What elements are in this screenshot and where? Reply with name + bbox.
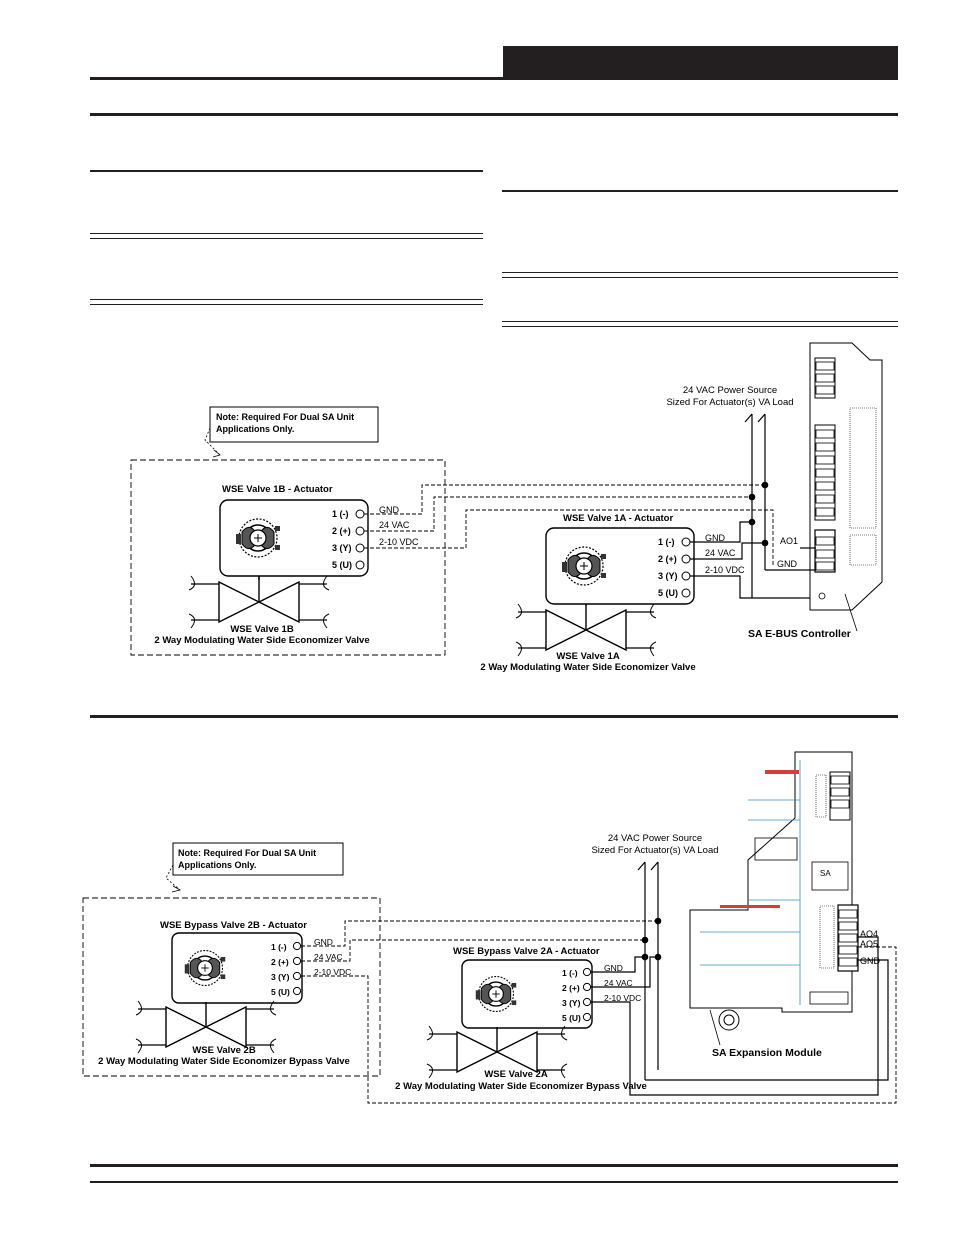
d1-note-line2: Applications Only. (216, 424, 294, 434)
d1-valve-1a-line2: 2 Way Modulating Water Side Economizer V… (480, 662, 695, 673)
d2-2a-term-3: 3 (Y) (562, 998, 581, 1008)
right-rule-2a (502, 272, 898, 273)
d1-1b-term-4: 5 (U) (332, 560, 352, 570)
d2-2a-term-2: 2 (+) (562, 983, 580, 993)
footer-rule-1 (90, 1164, 898, 1167)
d2-valve-2a-line2: 2 Way Modulating Water Side Economizer B… (395, 1081, 647, 1092)
d1-actuator-1a-terminals: 1 (-) 2 (+) 3 (Y) 5 (U) (658, 537, 691, 598)
d2-2b-term-4: 5 (U) (271, 987, 290, 997)
d2-2b-wire-24vac-label: 24 VAC (314, 952, 343, 962)
d2-power-line2: Sized For Actuator(s) VA Load (591, 845, 718, 856)
left-rule-2b (90, 238, 483, 239)
d2-power-line1: 24 VAC Power Source (608, 833, 702, 844)
d1-ctrl-gnd: GND (777, 559, 798, 569)
d2-2b-term-2: 2 (+) (271, 957, 289, 967)
right-rule-1 (502, 190, 898, 192)
d1-1b-wire-gnd-label: GND (379, 505, 400, 515)
d2-actuator-2b-terminals: 1 (-) 2 (+) 3 (Y) 5 (U) (271, 941, 302, 997)
footer-rule-2 (90, 1181, 898, 1183)
right-rule-3b (502, 326, 898, 327)
d1-1a-wire-gnd-label: GND (705, 533, 726, 543)
d1-valve-1b-line2: 2 Way Modulating Water Side Economizer V… (154, 635, 369, 646)
section-rule-top (90, 113, 898, 116)
d2-2b-term-1: 1 (-) (271, 942, 287, 952)
d1-1a-wires (690, 521, 800, 599)
d1-1a-term-2: 2 (+) (658, 554, 677, 564)
d2-actuator-2a-box (461, 959, 593, 1029)
left-rule-3a (90, 299, 483, 300)
d2-2b-wire-gnd-label: GND (314, 937, 333, 947)
d1-valve-1a-line1: WSE Valve 1A (556, 651, 620, 662)
d1-power-line1: 24 VAC Power Source (683, 385, 777, 396)
d2-mod-ao5: AO5 (860, 939, 878, 949)
d2-valve-2a-line1: WSE Valve 2A (484, 1069, 548, 1080)
d1-valve-1b-line1: WSE Valve 1B (230, 624, 294, 635)
d2-2a-term-4: 5 (U) (562, 1013, 581, 1023)
d2-mod-ao4: AO4 (860, 929, 878, 939)
d2-module-label: SA Expansion Module (712, 1047, 822, 1059)
d1-actuator-1b-title: WSE Valve 1B - Actuator (222, 484, 333, 495)
d2-2a-wires (591, 936, 889, 1096)
d2-dual-sa-box (82, 897, 381, 1077)
d1-note-arrow (204, 427, 221, 456)
d1-actuator-1b-terminals: 1 (-) 2 (+) 3 (Y) 5 (U) (332, 509, 365, 570)
d2-note-box (172, 842, 344, 876)
d1-1a-wire-210-label: 2-10 VDC (705, 565, 745, 575)
d1-controller (809, 342, 883, 611)
d2-expansion-module (689, 751, 859, 1031)
d2-2b-term-3: 3 (Y) (271, 972, 290, 982)
d2-power-wires (637, 861, 659, 1080)
d2-actuator-2b-title: WSE Bypass Valve 2B - Actuator (160, 920, 307, 931)
d1-1a-term-4: 5 (U) (658, 588, 678, 598)
d1-1b-term-3: 3 (Y) (332, 543, 352, 553)
d1-1b-term-1: 1 (-) (332, 509, 349, 519)
d2-note-line1: Note: Required For Dual SA Unit (178, 848, 316, 858)
d1-note-box (209, 406, 379, 443)
section-rule-middle (90, 715, 898, 718)
left-rule-3b (90, 304, 483, 305)
d1-dual-sa-box (130, 459, 446, 656)
d1-ctrl-ao1: AO1 (780, 536, 798, 546)
diagram-2: Note: Required For Dual SA Unit Applicat… (82, 751, 897, 1104)
d1-1a-term-1: 1 (-) (658, 537, 675, 547)
d2-2a-wire-24vac-label: 24 VAC (604, 978, 633, 988)
d2-valve-2b-line1: WSE Valve 2B (192, 1045, 256, 1056)
d1-controller-label: SA E-BUS Controller (748, 628, 851, 640)
header-rule (90, 77, 503, 80)
d2-2a-term-1: 1 (-) (562, 968, 578, 978)
d1-1a-wire-24vac-label: 24 VAC (705, 548, 736, 558)
d2-2a-wire-210-label: 2-10 VDC (604, 993, 641, 1003)
d1-note-line1: Note: Required For Dual SA Unit (216, 412, 354, 422)
page-header (90, 46, 898, 1183)
d2-actuator-2a-terminals: 1 (-) 2 (+) 3 (Y) 5 (U) (562, 967, 592, 1023)
d2-module-pointer (709, 1009, 721, 1046)
diagram-1: Note: Required For Dual SA Unit Applicat… (130, 342, 883, 673)
header-black-tab (503, 46, 898, 80)
d2-note-arrow (165, 864, 181, 891)
d1-power-wires (744, 413, 766, 598)
d1-power-line2: Sized For Actuator(s) VA Load (666, 397, 793, 408)
left-rule-2a (90, 233, 483, 234)
d2-2a-wire-gnd-label: GND (604, 963, 623, 973)
d2-actuator-2a-title: WSE Bypass Valve 2A - Actuator (453, 946, 600, 957)
d1-1b-term-2: 2 (+) (332, 526, 351, 536)
d1-actuator-1a-title: WSE Valve 1A - Actuator (563, 513, 673, 524)
d2-2b-wire-210-label: 2-10 VDC (314, 967, 351, 977)
d1-1a-term-3: 3 (Y) (658, 571, 678, 581)
d2-valve-2b-line2: 2 Way Modulating Water Side Economizer B… (98, 1056, 350, 1067)
d1-1b-wire-210-label: 2-10 VDC (379, 537, 419, 547)
d2-note-line2: Applications Only. (178, 860, 256, 870)
right-rule-3a (502, 321, 898, 322)
d2-module-sa: SA (820, 869, 831, 878)
d2-mod-gnd: GND (860, 956, 881, 966)
d1-1b-wire-24vac-label: 24 VAC (379, 520, 410, 530)
d1-ctrl-pointer (844, 593, 858, 632)
left-rule-1 (90, 170, 483, 172)
d2-2b-wires (301, 920, 897, 1104)
right-rule-2b (502, 277, 898, 278)
d1-1b-wires (364, 484, 774, 565)
